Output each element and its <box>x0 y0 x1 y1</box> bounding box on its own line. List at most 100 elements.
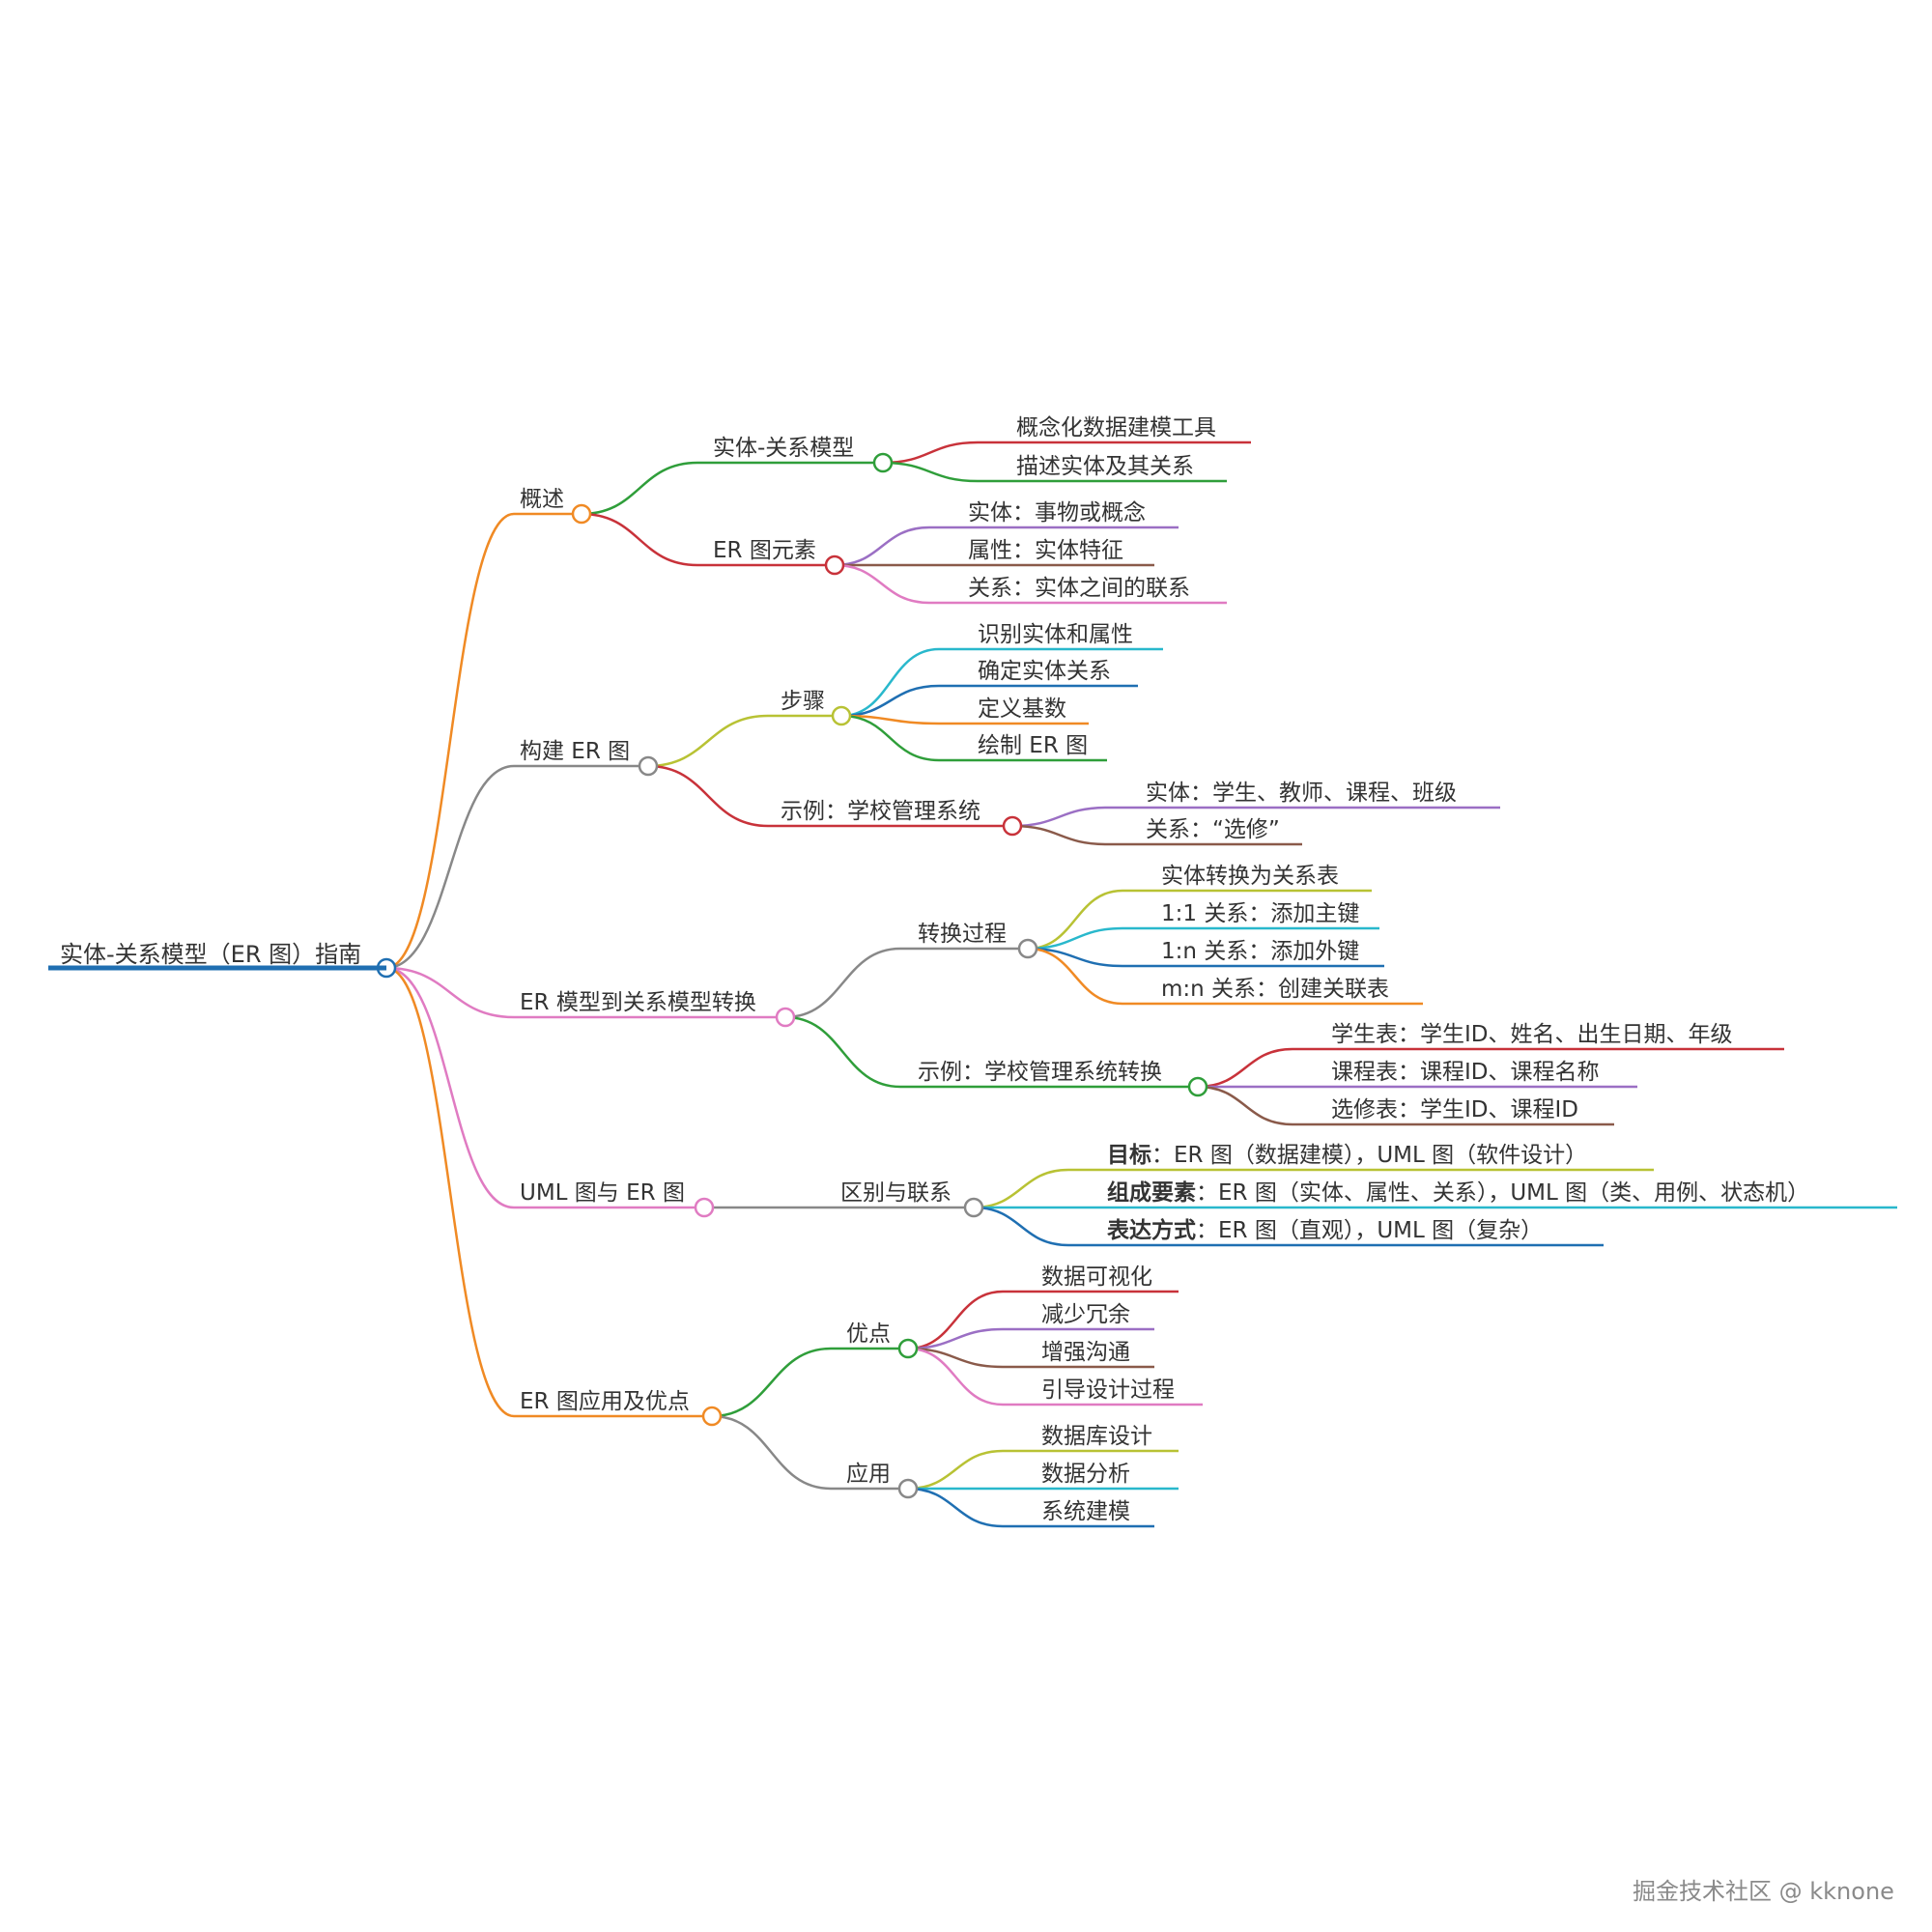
branch-l2-4-0-1 <box>907 1327 1004 1350</box>
node-l2-4-1: 应用 <box>846 1462 891 1487</box>
toggle-l2-0-1[interactable] <box>824 554 845 576</box>
leaf-3-0-0-bold: 目标 <box>1107 1143 1151 1168</box>
branch-l2-2-0-0 <box>1027 889 1123 951</box>
leaf-4-0-3: 引导设计过程 <box>1041 1378 1175 1403</box>
leaf-3-0-2: 表达方式：ER 图（直观），UML 图（复杂） <box>1107 1217 1543 1243</box>
toggle-l1-2[interactable] <box>775 1007 796 1028</box>
node-l1-4: ER 图应用及优点 <box>520 1389 690 1414</box>
branch-root-0 <box>385 512 515 970</box>
leaf-0-0-1: 描述实体及其关系 <box>1016 454 1194 479</box>
root-node: 实体-关系模型（ER 图）指南 <box>60 941 361 968</box>
leaf-1-0-2: 定义基数 <box>978 696 1066 722</box>
toggle-l2-1-0[interactable] <box>831 705 852 726</box>
branch-l2-0-0-1 <box>882 461 979 483</box>
toggle-l2-1-1[interactable] <box>1002 815 1023 837</box>
leaf-3-0-0: 目标：ER 图（数据建模），UML 图（软件设计） <box>1107 1143 1587 1168</box>
leaf-3-0-1-bold: 组成要素 <box>1107 1179 1196 1206</box>
node-l2-3-0: 区别与联系 <box>840 1180 952 1206</box>
leaf-4-0-0: 数据可视化 <box>1041 1264 1152 1290</box>
watermark: 掘金技术社区 @ kknone <box>1633 1878 1894 1905</box>
branch-root-3 <box>385 966 515 1209</box>
leaf-3-0-2-bold: 表达方式 <box>1107 1217 1196 1243</box>
branch-l2-4-1-0 <box>907 1449 1004 1491</box>
branch-l2-2-0-1 <box>1027 926 1123 951</box>
branch-l2-2-0-3 <box>1027 947 1123 1006</box>
toggle-l2-2-1[interactable] <box>1187 1076 1208 1097</box>
toggle-l2-4-1[interactable] <box>897 1478 919 1499</box>
branch-l2-1-0-3 <box>840 714 940 762</box>
leaf-2-1-1: 课程表：课程ID、课程名称 <box>1331 1060 1600 1085</box>
leaf-1-0-3: 绘制 ER 图 <box>978 733 1088 758</box>
leaf-1-0-0: 识别实体和属性 <box>978 622 1133 647</box>
branch-l2-1-0-1 <box>840 684 940 718</box>
node-l2-2-1: 示例：学校管理系统转换 <box>918 1060 1162 1085</box>
branch-l1-2-1 <box>784 1015 901 1089</box>
branch-l1-0-0 <box>581 461 698 516</box>
branch-l2-4-0-3 <box>907 1347 1004 1406</box>
node-l1-0: 概述 <box>520 487 564 512</box>
toggle-l2-4-0[interactable] <box>897 1338 919 1359</box>
leaf-0-1-0: 实体：事物或概念 <box>968 500 1146 526</box>
branch-l2-4-1-2 <box>907 1487 1004 1528</box>
toggle-l1-1[interactable] <box>638 755 659 777</box>
leaf-1-1-1: 关系：“选修” <box>1146 817 1280 842</box>
branch-l1-1-0 <box>647 714 769 768</box>
leaf-2-0-0: 实体转换为关系表 <box>1161 864 1339 889</box>
node-l2-1-0: 步骤 <box>781 689 825 714</box>
leaf-3-0-2-rest: ：ER 图（直观），UML 图（复杂） <box>1196 1218 1543 1243</box>
toggle-l1-0[interactable] <box>571 503 592 525</box>
branch-l1-4-0 <box>711 1347 832 1418</box>
leaf-0-1-1: 属性：实体特征 <box>968 538 1123 563</box>
toggle-l1-3[interactable] <box>694 1197 715 1218</box>
branch-l2-4-0-0 <box>907 1290 1004 1350</box>
node-l1-3: UML 图与 ER 图 <box>520 1180 685 1206</box>
toggle-l2-3-0[interactable] <box>963 1197 984 1218</box>
leaf-1-0-1: 确定实体关系 <box>978 659 1111 684</box>
leaf-3-0-1-rest: ：ER 图（实体、属性、关系），UML 图（类、用例、状态机） <box>1196 1180 1809 1206</box>
branch-l2-3-0-2 <box>973 1206 1069 1247</box>
node-l2-2-0: 转换过程 <box>918 922 1007 947</box>
leaf-3-0-1: 组成要素：ER 图（实体、属性、关系），UML 图（类、用例、状态机） <box>1107 1179 1809 1206</box>
toggle-l2-2-0[interactable] <box>1017 938 1038 959</box>
leaf-2-1-2: 选修表：学生ID、课程ID <box>1331 1097 1578 1122</box>
branch-l2-1-1-0 <box>1011 806 1108 828</box>
branch-l2-2-1-2 <box>1197 1085 1293 1126</box>
branch-l1-2-0 <box>784 947 901 1019</box>
leaf-2-1-0: 学生表：学生ID、姓名、出生日期、年级 <box>1331 1022 1733 1047</box>
leaf-1-1-0: 实体：学生、教师、课程、班级 <box>1146 781 1457 806</box>
leaf-4-1-1: 数据分析 <box>1041 1462 1130 1487</box>
branch-l2-2-1-0 <box>1197 1047 1293 1089</box>
branch-l1-1-1 <box>647 764 769 828</box>
leaf-2-0-1: 1:1 关系：添加主键 <box>1161 901 1359 926</box>
leaf-0-0-0: 概念化数据建模工具 <box>1016 415 1216 440</box>
mindmap-branches <box>385 440 1897 1528</box>
branch-l2-0-1-2 <box>834 563 930 605</box>
leaf-4-1-2: 系统建模 <box>1041 1499 1130 1524</box>
toggle-l2-0-0[interactable] <box>872 452 894 473</box>
branch-root-2 <box>385 966 515 1019</box>
branch-l2-0-1-0 <box>834 526 930 567</box>
branch-root-4 <box>385 966 515 1418</box>
leaf-4-0-2: 增强沟通 <box>1041 1340 1130 1365</box>
node-l2-4-0: 优点 <box>846 1321 891 1347</box>
leaf-2-0-2: 1:n 关系：添加外键 <box>1161 939 1359 964</box>
leaf-2-0-3: m:n 关系：创建关联表 <box>1161 977 1389 1002</box>
branch-l1-4-1 <box>711 1414 832 1491</box>
branch-root-1 <box>385 764 515 970</box>
leaf-3-0-0-rest: ：ER 图（数据建模），UML 图（软件设计） <box>1151 1143 1587 1168</box>
branch-l1-0-1 <box>581 512 698 567</box>
node-l1-1: 构建 ER 图 <box>520 739 630 764</box>
leaf-4-1-0: 数据库设计 <box>1041 1424 1152 1449</box>
node-l2-0-0: 实体-关系模型 <box>713 436 854 461</box>
branch-l2-0-0-0 <box>882 440 979 465</box>
branch-l2-3-0-0 <box>973 1168 1069 1209</box>
branch-l2-1-0-0 <box>840 647 940 718</box>
node-l2-1-1: 示例：学校管理系统 <box>781 799 980 824</box>
branch-l2-1-1-1 <box>1011 824 1108 846</box>
node-l2-0-1: ER 图元素 <box>713 538 816 563</box>
node-l1-2: ER 模型到关系模型转换 <box>520 990 756 1015</box>
toggle-l1-4[interactable] <box>701 1406 723 1427</box>
